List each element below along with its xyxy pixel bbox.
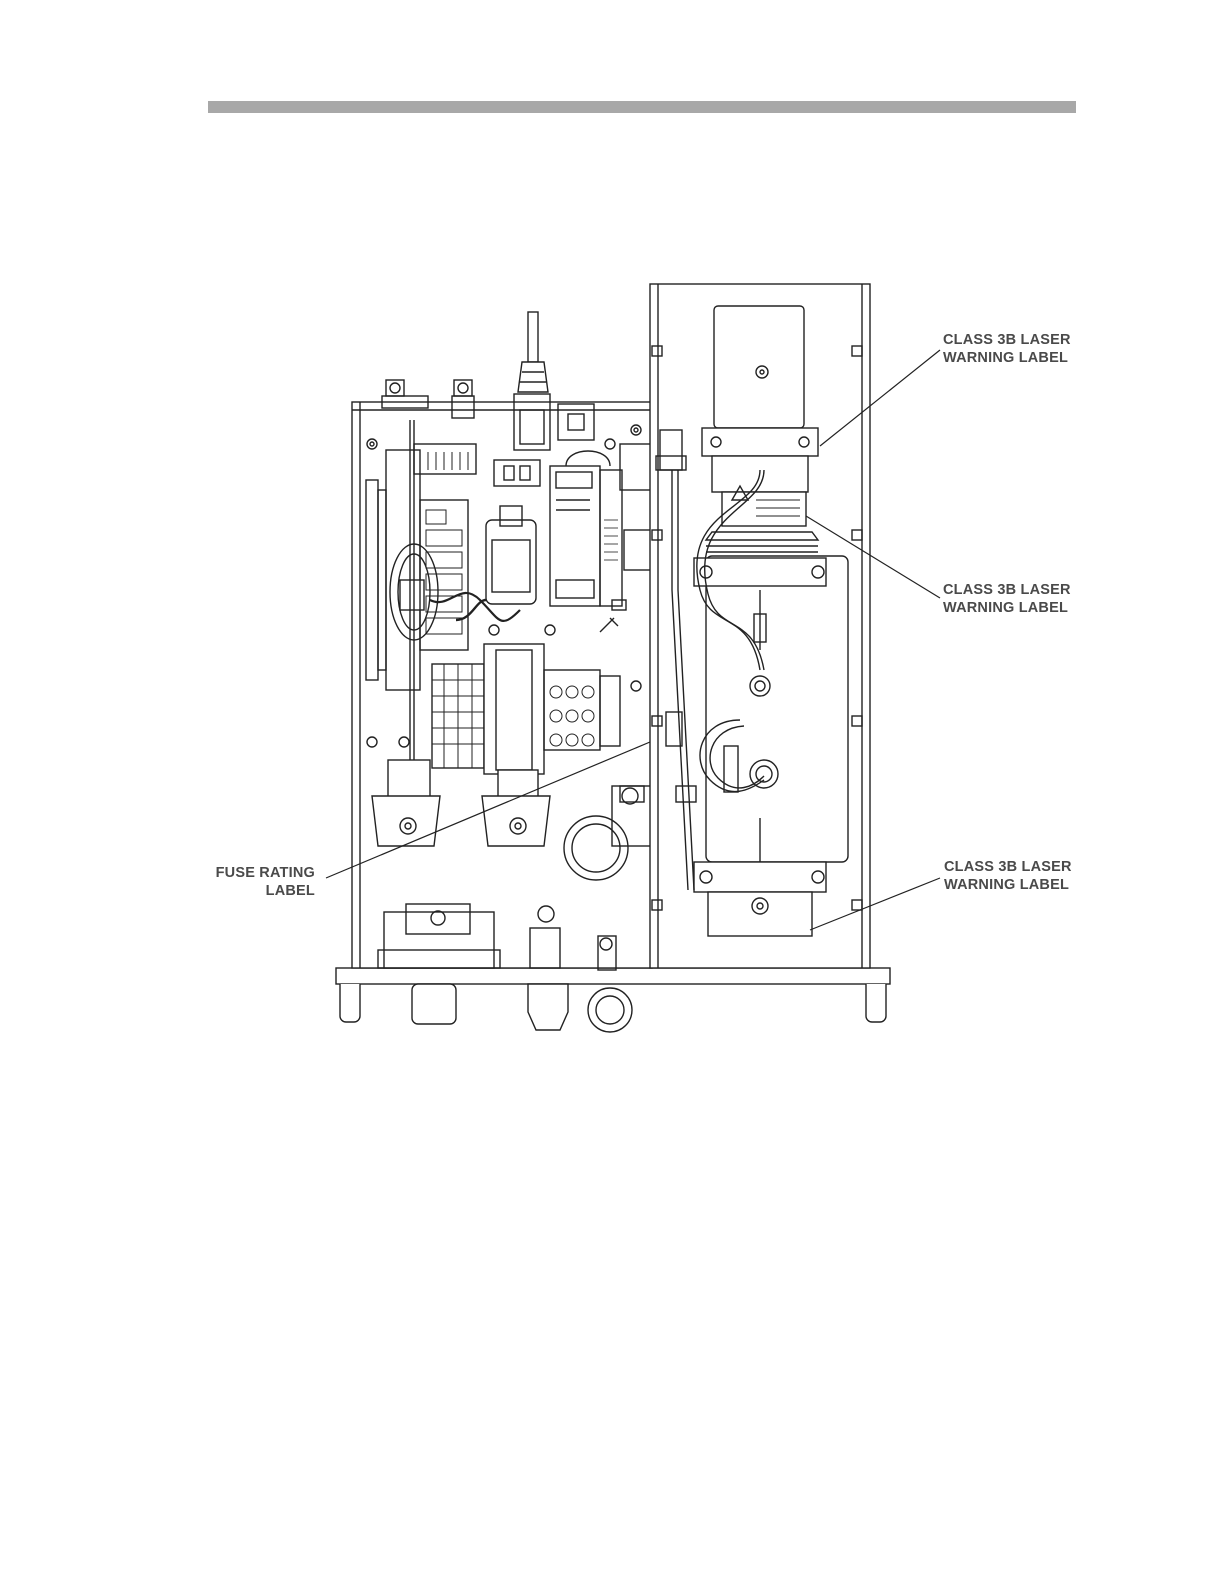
bottom-valve	[378, 904, 500, 968]
callout-laser-label-middle-line2: WARNING LABEL	[943, 599, 1071, 617]
callout-laser-label-bottom: CLASS 3B LASER WARNING LABEL	[944, 858, 1072, 894]
callout-laser-label-bottom-line1: CLASS 3B LASER	[944, 858, 1072, 876]
callout-laser-label-top-line1: CLASS 3B LASER	[943, 331, 1071, 349]
callout-fuse-rating-line2: LABEL	[206, 882, 315, 900]
callout-laser-label-middle-line1: CLASS 3B LASER	[943, 581, 1071, 599]
callout-laser-label-middle: CLASS 3B LASER WARNING LABEL	[943, 581, 1071, 617]
callout-laser-label-bottom-line2: WARNING LABEL	[944, 876, 1072, 894]
callout-laser-label-top: CLASS 3B LASER WARNING LABEL	[943, 331, 1071, 367]
callout-fuse-rating-label: FUSE RATING LABEL	[206, 864, 315, 900]
callout-laser-label-top-line2: WARNING LABEL	[943, 349, 1071, 367]
callout-fuse-rating-line1: FUSE RATING	[206, 864, 315, 882]
